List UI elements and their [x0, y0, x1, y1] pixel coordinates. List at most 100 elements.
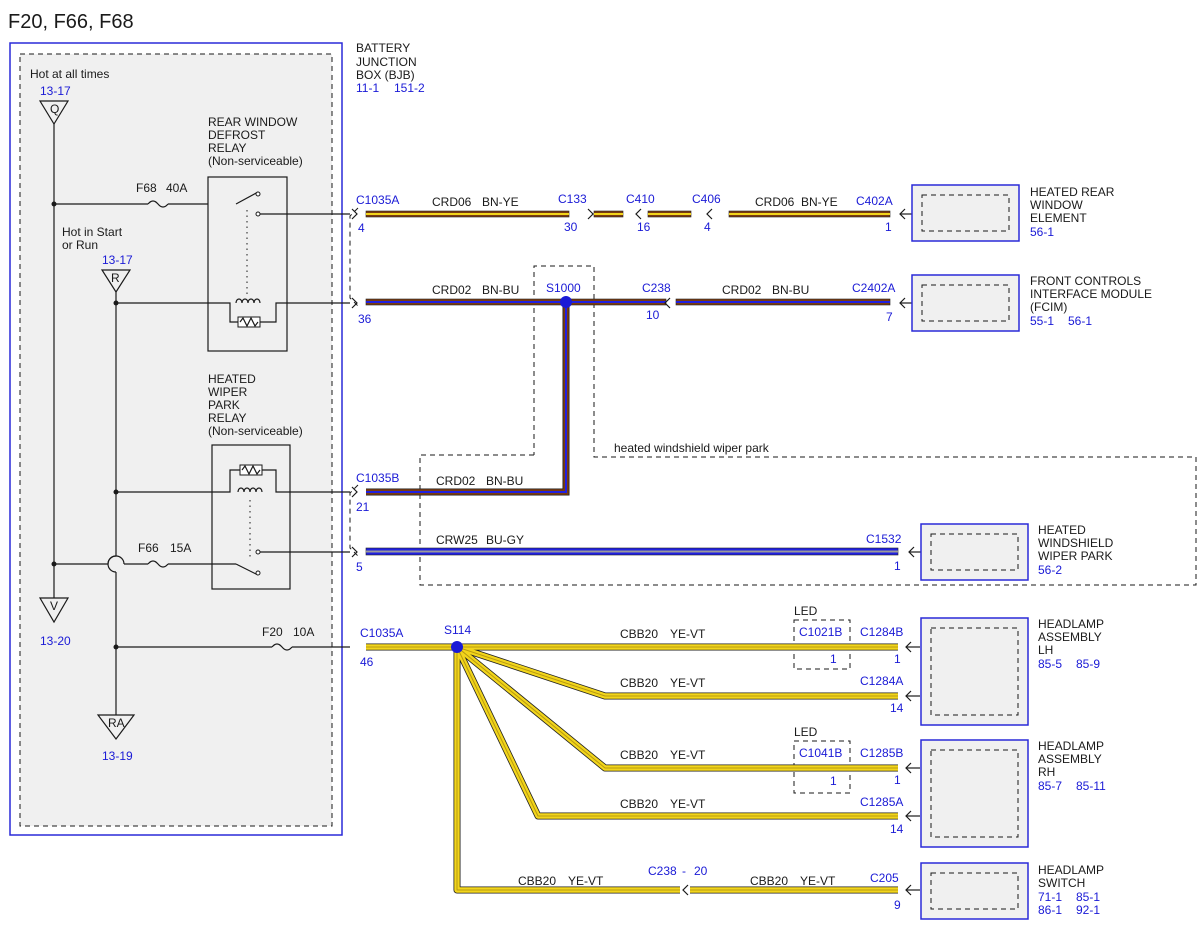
r-terminal-icon: [100, 269, 132, 294]
v-terminal-icon: [38, 597, 70, 624]
f20-amp: 10A: [293, 625, 314, 639]
module-heated-rear-window: HEATED REAR WINDOW ELEMENT 56-1: [911, 184, 1115, 242]
f66-junction: [51, 561, 57, 567]
hl-lh-ref-2: 85-9: [1076, 657, 1100, 671]
wiper-relay-coil-icon: [237, 487, 263, 493]
c1035b-label: C1035B: [356, 471, 399, 485]
v-ref: 13-20: [40, 634, 71, 648]
hwwp-ref: 56-2: [1038, 563, 1062, 577]
hl-lh-label-3: LH: [1038, 643, 1053, 657]
c410-label: C410: [626, 192, 655, 206]
f20-junction: [113, 644, 119, 650]
wiper-relay-label-5: (Non-serviceable): [208, 424, 303, 438]
c238b-sep: -: [682, 864, 686, 878]
module-headlamp-switch: HEADLAMP SWITCH 71-1 85-1 86-1 92-1: [920, 862, 1104, 920]
ra-terminal-icon: [96, 714, 136, 740]
c1035a-pin-3: 46: [360, 655, 374, 669]
ra-ref: 13-19: [102, 749, 133, 763]
w6-label: CBB20: [620, 676, 658, 690]
c238b-label: C238: [648, 864, 677, 878]
f66-label: F66: [138, 541, 159, 555]
bjb-label-1: BATTERY: [356, 41, 410, 55]
c1284b-label: C1284B: [860, 625, 903, 639]
hrwe-label-1: HEATED REAR: [1030, 185, 1115, 199]
fcim-label-3: (FCIM): [1030, 300, 1067, 314]
rear-relay-r-junction: [113, 300, 119, 306]
c402a-label: C402A: [856, 194, 893, 208]
c238a-pin: 10: [646, 308, 660, 322]
hl-sw-ref-4: 92-1: [1076, 903, 1100, 917]
c406-label: C406: [692, 192, 721, 206]
park-region-label: heated windshield wiper park: [614, 441, 770, 455]
hl-rh-label-2: ASSEMBLY: [1038, 752, 1102, 766]
w2b-label: CRD02: [722, 283, 762, 297]
hl-sw-ref-1: 71-1: [1038, 890, 1062, 904]
r-ref: 13-17: [102, 253, 133, 267]
hl-sw-ref-3: 86-1: [1038, 903, 1062, 917]
f66-amp: 15A: [170, 541, 191, 555]
rear-relay-switch: [235, 191, 259, 205]
hl-sw-ref-2: 85-1: [1076, 890, 1100, 904]
c133-label: C133: [558, 192, 587, 206]
r-label: R: [111, 271, 120, 285]
w4-color: BU-GY: [486, 533, 524, 547]
fcim-label-1: FRONT CONTROLS: [1030, 274, 1141, 288]
s114-splice: [451, 641, 463, 653]
w1a-label: CRD06: [432, 195, 472, 209]
c1035a-label-3: C1035A: [360, 626, 403, 640]
f20-fuse-icon: [271, 643, 293, 651]
c1532-pin: 1: [894, 559, 901, 573]
led2-label: LED: [794, 725, 818, 739]
f66-hop: [107, 555, 125, 565]
module-headlamp-rh: HEADLAMP ASSEMBLY RH 85-7 85-11: [920, 739, 1106, 848]
rear-relay-contact-2: [255, 211, 261, 217]
q-ref: 13-17: [40, 84, 71, 98]
w2a-label: CRD02: [432, 283, 472, 297]
wiper-relay-contact-2: [255, 570, 261, 576]
hl-sw-label-1: HEADLAMP: [1038, 863, 1104, 877]
bjb-inner: [19, 53, 333, 827]
w7-color: YE-VT: [670, 748, 706, 762]
c1041b-label: C1041B: [799, 746, 842, 760]
c2402a-label: C2402A: [852, 281, 895, 295]
c133-pin: 30: [564, 220, 578, 234]
w8-color: YE-VT: [670, 797, 706, 811]
bjb-label-2: JUNCTION: [356, 55, 417, 69]
s1000-splice: [560, 296, 572, 308]
w2a-color: BN-BU: [482, 283, 519, 297]
rear-relay-contact-1: [255, 191, 261, 197]
rear-relay-label-4: (Non-serviceable): [208, 154, 303, 168]
hl-sw-label-2: SWITCH: [1038, 876, 1085, 890]
bjb-ref-2: 151-2: [394, 81, 425, 95]
c1285a-pin: 14: [890, 822, 904, 836]
led-c1021b-box: [793, 619, 851, 670]
c1021b-label: C1021B: [799, 625, 842, 639]
bjb-ref-1: 11-1: [356, 81, 379, 95]
w9b-label: CBB20: [750, 874, 788, 888]
c1035a-label-1: C1035A: [356, 193, 399, 207]
c402a-pin: 1: [885, 220, 892, 234]
hl-rh-label-1: HEADLAMP: [1038, 739, 1104, 753]
wiper-relay-r-junction: [113, 489, 119, 495]
w2b-color: BN-BU: [772, 283, 809, 297]
w5-label: CBB20: [620, 627, 658, 641]
c238a-label: C238: [642, 281, 671, 295]
w7-label: CBB20: [620, 748, 658, 762]
c1532-label: C1532: [866, 532, 902, 546]
c1021b-pin: 1: [830, 652, 837, 666]
hot-in-start-label-2: or Run: [62, 238, 98, 252]
rear-relay-label-1: REAR WINDOW: [208, 115, 298, 129]
hl-rh-label-3: RH: [1038, 765, 1055, 779]
v-label: V: [50, 599, 58, 613]
f68-fuse-icon: [147, 200, 169, 208]
f68-junction: [51, 201, 57, 207]
s1000-label: S1000: [546, 281, 581, 295]
module-headlamp-lh: HEADLAMP ASSEMBLY LH 85-5 85-9: [920, 617, 1104, 726]
f68-amp: 40A: [166, 181, 187, 195]
c1285b-pin: 1: [894, 773, 901, 787]
wiper-relay-switch: [235, 563, 259, 576]
c1035b-pin-2: 5: [356, 560, 363, 574]
f66-fuse-icon: [147, 560, 169, 568]
hl-rh-ref-2: 85-11: [1076, 779, 1106, 793]
wiper-relay-resistor-zigzag: [241, 464, 261, 476]
